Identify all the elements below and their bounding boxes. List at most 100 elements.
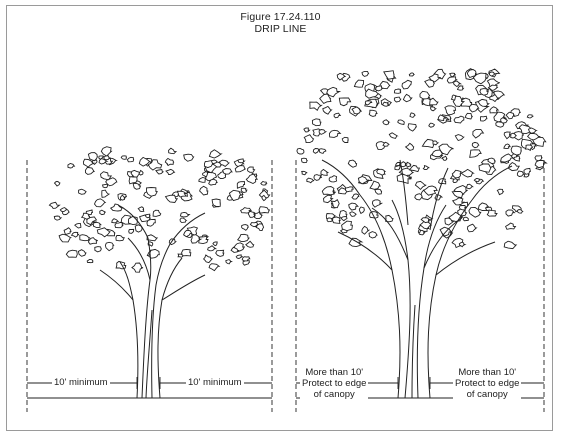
leaf-cluster xyxy=(396,173,413,185)
leaf-cluster xyxy=(303,134,315,144)
leaf-cluster xyxy=(234,165,246,173)
leaf-cluster xyxy=(516,170,525,177)
leaf-cluster xyxy=(333,112,342,119)
leaf-cluster xyxy=(326,86,342,98)
leaf-cluster xyxy=(507,161,520,172)
leaf-cluster xyxy=(510,145,522,156)
leaf-cluster xyxy=(222,168,233,175)
large-tree-canopy xyxy=(296,68,548,250)
leaf-cluster xyxy=(361,70,370,77)
leaf-cluster xyxy=(486,209,498,217)
leaf-cluster xyxy=(82,158,96,168)
leaf-cluster xyxy=(473,178,481,183)
large-tree-left-label-line-3: of canopy xyxy=(313,389,355,400)
leaf-cluster xyxy=(255,223,265,231)
leaf-cluster xyxy=(260,180,268,186)
leaf-cluster xyxy=(348,202,359,211)
leaf-cluster xyxy=(87,237,98,245)
leaf-cluster xyxy=(357,176,370,185)
leaf-cluster xyxy=(230,246,240,253)
leaf-cluster xyxy=(479,88,489,96)
leaf-cluster xyxy=(349,211,358,217)
leaf-cluster xyxy=(428,122,436,128)
large-tree-left-dimension-label: More than 10' Protect to edge of canopy xyxy=(300,367,369,400)
leaf-cluster xyxy=(181,248,192,257)
leaf-cluster xyxy=(74,223,82,229)
leaf-cluster xyxy=(503,131,511,140)
leaf-cluster xyxy=(368,231,378,239)
leaf-cluster xyxy=(303,127,311,133)
leaf-cluster xyxy=(328,175,338,183)
leaf-cluster xyxy=(67,163,76,169)
leaf-cluster xyxy=(318,129,328,135)
leaf-cluster xyxy=(208,178,218,186)
large-tree-right-label-line-3: of canopy xyxy=(466,389,508,400)
figure-title: DRIP LINE xyxy=(254,23,307,35)
leaf-cluster xyxy=(330,199,340,209)
leaf-cluster xyxy=(503,240,518,250)
small-tree-right-dimension-label: 10' minimum xyxy=(186,377,244,388)
leaf-cluster xyxy=(489,106,500,114)
leaf-cluster xyxy=(104,241,115,252)
leaf-cluster xyxy=(53,180,61,187)
leaf-cluster xyxy=(472,128,485,139)
leaf-cluster xyxy=(438,143,454,156)
leaf-cluster xyxy=(505,222,517,230)
leaf-cluster xyxy=(190,234,203,244)
large-tree-left-label-line-1: More than 10' xyxy=(305,367,364,378)
leaf-cluster xyxy=(119,194,127,201)
leaf-cluster xyxy=(452,178,459,183)
leaf-cluster xyxy=(168,147,178,155)
leaf-cluster xyxy=(414,180,427,191)
leaf-cluster xyxy=(451,197,466,206)
leaf-cluster xyxy=(402,93,413,103)
leaf-cluster xyxy=(466,69,477,79)
leaf-cluster xyxy=(500,117,509,124)
leaf-cluster xyxy=(347,159,358,168)
leaf-cluster xyxy=(215,249,225,257)
leaf-cluster xyxy=(138,169,144,176)
leaf-cluster xyxy=(211,198,221,207)
leaf-cluster xyxy=(409,112,416,118)
small-tree-canopy xyxy=(48,146,271,273)
leaf-cluster xyxy=(365,88,380,99)
leaf-cluster xyxy=(382,119,391,126)
small-tree-left-dimension-label: 10' minimum xyxy=(52,377,110,388)
leaf-cluster xyxy=(219,159,231,167)
leaf-cluster xyxy=(247,166,256,173)
leaf-cluster xyxy=(524,144,534,152)
leaf-cluster xyxy=(397,119,405,126)
leaf-cluster xyxy=(523,167,531,175)
leaf-cluster xyxy=(452,95,466,107)
leaf-cluster xyxy=(321,186,335,196)
leaf-cluster xyxy=(228,189,242,202)
leaf-cluster xyxy=(358,206,366,215)
leaf-cluster xyxy=(468,103,480,113)
leaf-cluster xyxy=(225,259,233,265)
leaf-cluster xyxy=(296,147,305,155)
leaf-cluster xyxy=(340,216,348,222)
leaf-cluster xyxy=(326,217,334,223)
leaf-cluster xyxy=(374,85,384,92)
leaf-cluster xyxy=(422,164,430,171)
leaf-cluster xyxy=(240,187,248,193)
leaf-cluster xyxy=(419,220,433,230)
leaf-cluster xyxy=(176,190,188,198)
leaf-cluster xyxy=(58,233,73,243)
leaf-cluster xyxy=(165,168,176,175)
leaf-cluster xyxy=(179,211,191,218)
leaf-cluster xyxy=(70,231,80,238)
leaf-cluster xyxy=(164,157,175,167)
leaf-cluster xyxy=(423,185,438,196)
figure-number: Figure 17.24.110 xyxy=(240,11,321,23)
leaf-cluster xyxy=(126,156,135,163)
leaf-cluster xyxy=(99,209,106,216)
leaf-cluster xyxy=(469,149,482,158)
leaf-cluster xyxy=(212,241,218,247)
leaf-cluster xyxy=(128,228,135,234)
leaf-cluster xyxy=(534,159,548,169)
leaf-cluster xyxy=(336,72,347,81)
leaf-cluster xyxy=(152,209,162,217)
leaf-cluster xyxy=(309,101,323,111)
